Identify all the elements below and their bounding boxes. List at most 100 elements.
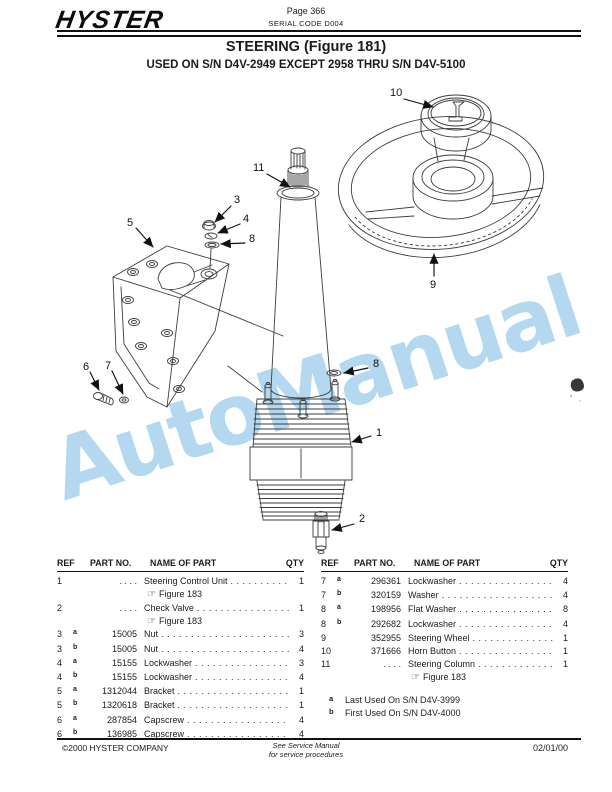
table-row: 1 . . . .Steering Control Unit 1 bbox=[57, 575, 304, 588]
figure-label: Figure 183 bbox=[158, 615, 202, 626]
diagram-callouts: 10 9 11 5 3 4 8 6 7 8 1 2 bbox=[83, 87, 439, 532]
callout-1: 1 bbox=[376, 427, 382, 439]
page-subtitle: USED ON S/N D4V-2949 EXCEPT 2958 THRU S/… bbox=[146, 59, 466, 71]
assembly-line bbox=[169, 289, 284, 337]
footer-center-note: See Service Manual for service procedure… bbox=[0, 741, 612, 759]
horn-button-illustration bbox=[420, 94, 492, 152]
header-ref: REF bbox=[57, 558, 75, 568]
footnote: a Last Used On S/N D4V-3999 bbox=[329, 693, 461, 705]
footer-note-line1: See Service Manual bbox=[272, 741, 340, 750]
dot-leader bbox=[459, 603, 553, 616]
dot-leader bbox=[178, 685, 289, 698]
figure-label: Figure 183 bbox=[422, 672, 466, 683]
callout-11: 11 bbox=[253, 162, 264, 174]
header-rule-thin bbox=[57, 30, 581, 32]
assembly-line bbox=[227, 365, 263, 393]
copyright-notice: ©2000 HYSTER COMPANY bbox=[62, 743, 169, 753]
footer-rule bbox=[57, 738, 581, 740]
dot-leader bbox=[161, 628, 289, 641]
callout-3: 3 bbox=[234, 194, 240, 206]
steering-wheel-hub bbox=[412, 154, 494, 220]
callout-5: 5 bbox=[127, 217, 133, 229]
callout-2: 2 bbox=[359, 513, 365, 525]
pointing-hand-icon: ☞ bbox=[411, 672, 420, 684]
header-name: NAME OF PART bbox=[414, 558, 481, 568]
dot-leader bbox=[187, 714, 289, 727]
header-rule-thick bbox=[57, 34, 581, 37]
dot-leader bbox=[459, 575, 553, 588]
serial-code-label: SERIAL CODE D004 bbox=[268, 19, 344, 28]
figure-label: Figure 183 bbox=[158, 589, 202, 600]
nut-washer-stack bbox=[202, 220, 220, 269]
callout-7: 7 bbox=[105, 360, 111, 372]
page-number-label: Page 366 bbox=[286, 6, 326, 16]
dot-leader bbox=[187, 728, 289, 741]
pointing-hand-icon: ☞ bbox=[147, 615, 156, 627]
dot-leader bbox=[459, 618, 553, 631]
pointing-hand-icon: ☞ bbox=[147, 589, 156, 601]
figure-reference: ☞Figure 183 bbox=[57, 588, 304, 602]
capscrew-illustration bbox=[93, 392, 114, 406]
bracket-illustration bbox=[112, 245, 230, 408]
dot-leader bbox=[478, 658, 553, 671]
callout-6: 6 bbox=[83, 361, 89, 373]
header-part: PART NO. bbox=[354, 558, 396, 568]
dot-leader bbox=[473, 632, 553, 645]
footer-date: 02/01/00 bbox=[532, 743, 568, 753]
footer-note-line2: for service procedures bbox=[268, 750, 344, 759]
table-header: REF PART NO. NAME OF PART QTY bbox=[57, 558, 304, 572]
steering-wheel-illustration bbox=[337, 94, 545, 259]
dot-leader bbox=[442, 589, 553, 602]
callout-9: 9 bbox=[430, 279, 436, 291]
parts-table-left: REF PART NO. NAME OF PART QTY 1 . . . .S… bbox=[57, 558, 304, 742]
dot-leader bbox=[161, 643, 289, 656]
horn-icon bbox=[448, 101, 465, 122]
steering-control-unit-illustration bbox=[249, 369, 353, 521]
header-qty: QTY bbox=[285, 558, 304, 568]
table-header: REF PART NO. NAME OF PART QTY bbox=[321, 558, 568, 572]
callout-4: 4 bbox=[243, 213, 249, 225]
table-row: 11 . . . .Steering Column 1 bbox=[321, 658, 568, 671]
table-row: 2 . . . .Check Valve 1 bbox=[57, 602, 304, 615]
dot-leader bbox=[178, 699, 289, 712]
dot-leader bbox=[195, 657, 289, 670]
small-lockwasher-illustration bbox=[119, 396, 129, 404]
dot-leader bbox=[197, 602, 289, 615]
callout-8-right: 8 bbox=[373, 358, 379, 370]
dot-leader bbox=[195, 671, 289, 684]
scan-smudge bbox=[570, 378, 584, 402]
dot-leader bbox=[459, 645, 553, 658]
footnote: b First Used On S/N D4V-4000 bbox=[329, 707, 461, 719]
dot-leader bbox=[231, 575, 289, 588]
header-name: NAME OF PART bbox=[150, 558, 217, 568]
header-qty: QTY bbox=[549, 558, 568, 568]
header-ref: REF bbox=[321, 558, 339, 568]
check-valve-illustration bbox=[312, 511, 330, 554]
page-title: STEERING (Figure 181) bbox=[225, 39, 387, 55]
steering-column-illustration bbox=[270, 147, 332, 399]
flat-washer-illustration bbox=[326, 369, 342, 377]
automanual-watermark: AutoManual bbox=[39, 257, 592, 520]
figure-reference: ☞Figure 183 bbox=[321, 671, 568, 685]
mounting-studs bbox=[262, 379, 341, 419]
figure-reference: ☞Figure 183 bbox=[57, 615, 304, 629]
header-part: PART NO. bbox=[90, 558, 132, 568]
table-footnotes: a Last Used On S/N D4V-3999 b First Used… bbox=[321, 694, 568, 721]
callout-10: 10 bbox=[390, 87, 402, 99]
